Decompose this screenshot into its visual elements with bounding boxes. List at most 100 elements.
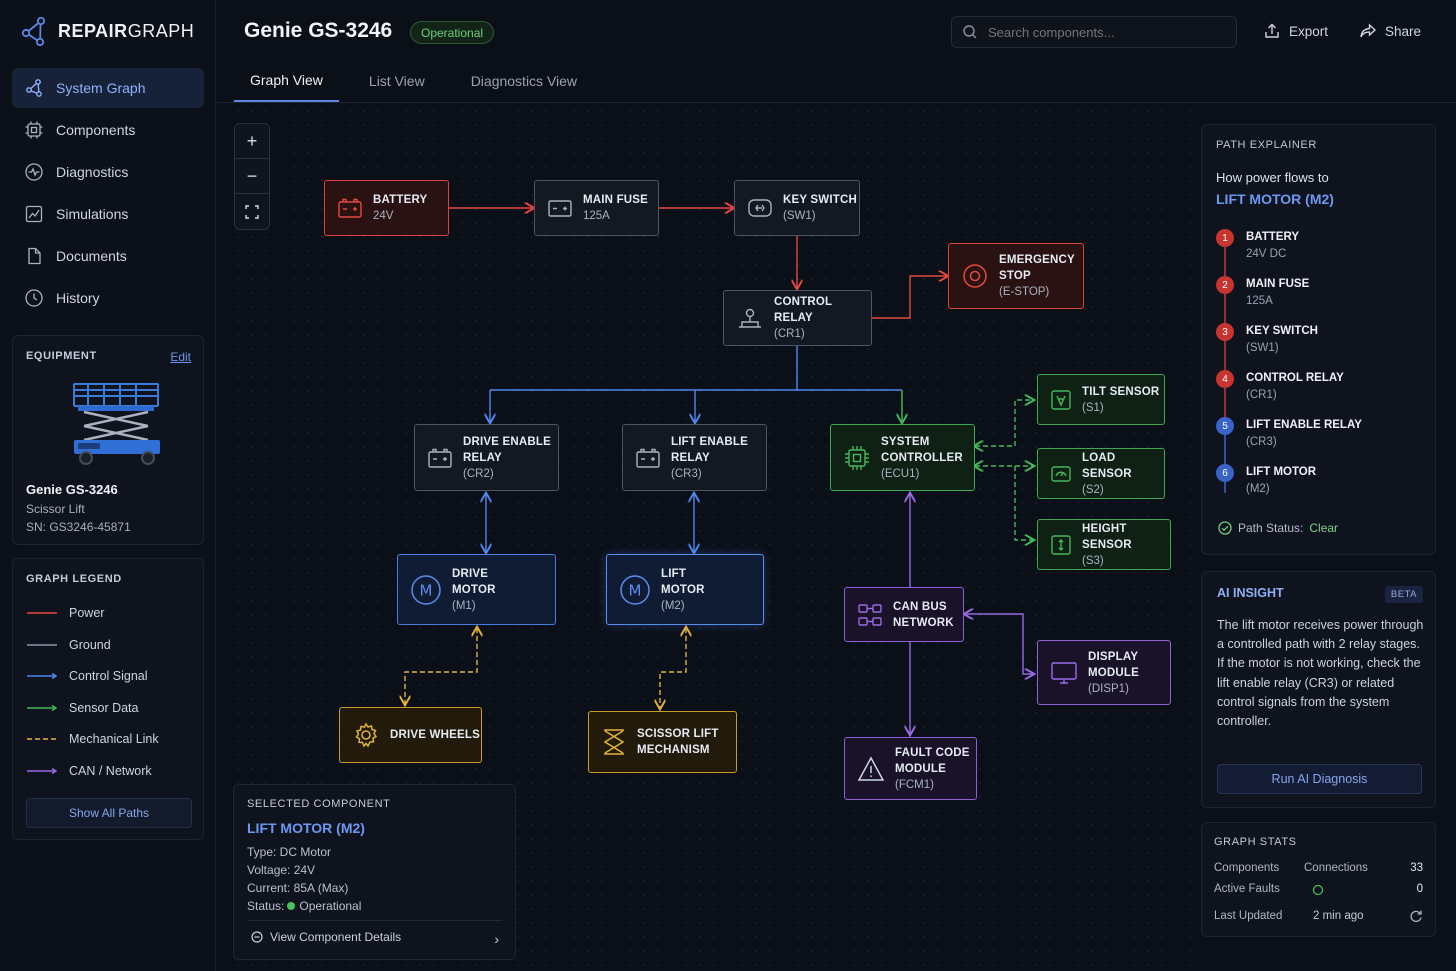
wire-height: [1014, 466, 1033, 540]
fuse-icon: [548, 200, 572, 217]
document-icon: [28, 247, 41, 265]
network-icon: [858, 603, 882, 626]
fit-view-button[interactable]: [235, 194, 269, 229]
nav-components[interactable]: Components: [12, 110, 204, 150]
path-target[interactable]: LIFT MOTOR (M2): [1216, 191, 1334, 207]
legend-can-network: CAN / Network: [27, 761, 152, 781]
graph-canvas[interactable]: + −: [217, 104, 1197, 971]
chart-icon: [25, 205, 43, 223]
share-icon: [1360, 23, 1377, 38]
can-arrow-icon: [27, 767, 57, 775]
warning-icon: [857, 755, 885, 781]
brand-name: REPAIRGRAPH: [58, 20, 195, 41]
tab-list-view[interactable]: List View: [368, 73, 425, 89]
export-button[interactable]: Export: [1263, 22, 1328, 40]
chevron-right-icon[interactable]: ›: [494, 931, 499, 947]
page-title: Genie GS-3246: [244, 19, 393, 42]
equipment-serial: SN: GS3246-45871: [26, 520, 131, 534]
relay-box-icon: [428, 448, 452, 468]
view-details-link[interactable]: View Component Details: [251, 930, 401, 944]
tab-graph-view[interactable]: Graph View: [234, 60, 339, 102]
minus-icon: −: [246, 165, 258, 186]
chip-icon: [845, 445, 869, 470]
height-sensor-icon: [1051, 534, 1071, 555]
path-subtitle: How power flows to: [1216, 170, 1329, 185]
sensor-arrow-icon: [27, 704, 57, 712]
wire-relay-estop: [872, 276, 947, 319]
wire-drive-motor-wheels: [405, 628, 477, 704]
fullscreen-icon: [245, 204, 259, 219]
node-load-sensor[interactable]: LOAD SENSOR(S2): [1037, 448, 1165, 499]
node-control-relay[interactable]: CONTROL RELAY(CR1): [723, 290, 872, 346]
zoom-controls: + −: [234, 123, 270, 230]
edit-equipment-link[interactable]: Edit: [170, 350, 191, 364]
graph-icon: [26, 79, 42, 97]
ai-text: The lift motor receives power through a …: [1217, 618, 1424, 729]
header: Genie GS-3246 Operational Export Share G…: [217, 0, 1456, 103]
stat-connections-label: Connections: [1304, 862, 1368, 874]
stat-connections-value: 33: [1410, 862, 1423, 874]
node-height-sensor[interactable]: HEIGHT SENSOR(S3): [1037, 519, 1171, 570]
search-icon: [963, 25, 977, 39]
graph-logo-icon: [21, 16, 46, 46]
logo[interactable]: REPAIRGRAPH: [20, 16, 194, 46]
legend-ground: Ground: [27, 635, 111, 655]
selected-voltage: Voltage: 24V: [247, 863, 316, 877]
show-all-paths-button[interactable]: Show All Paths: [26, 798, 192, 828]
nav-system-graph[interactable]: System Graph: [12, 68, 204, 108]
display-icon: [1051, 661, 1077, 684]
node-key-switch[interactable]: KEY SWITCH(SW1): [734, 180, 860, 236]
selected-type: Type: DC Motor: [247, 845, 332, 859]
info-icon: [251, 931, 263, 943]
stat-faults-value: 0: [1416, 883, 1423, 895]
nav-history[interactable]: History: [12, 278, 204, 318]
motor-icon: M: [620, 574, 650, 605]
tab-diagnostics-view[interactable]: Diagnostics View: [470, 73, 578, 89]
path-explainer-panel: PATH EXPLAINER How power flows to LIFT M…: [1201, 124, 1436, 555]
stat-faults-label: Active Faults: [1214, 883, 1280, 895]
cpu-icon: [25, 121, 43, 139]
search-box[interactable]: [951, 16, 1237, 48]
nav-documents[interactable]: Documents: [12, 236, 204, 276]
selected-status: Status:Operational: [247, 899, 362, 913]
legend-power: Power: [27, 603, 104, 623]
stats-title: GRAPH STATS: [1214, 836, 1297, 848]
nav-simulations[interactable]: Simulations: [12, 194, 204, 234]
main-nav: System Graph Components Diagnostics Simu…: [12, 68, 204, 320]
scissor-icon: [603, 729, 625, 755]
zoom-in-button[interactable]: +: [235, 124, 269, 159]
legend-sensor-data: Sensor Data: [27, 698, 138, 718]
nav-diagnostics[interactable]: Diagnostics: [12, 152, 204, 192]
key-switch-icon: [748, 199, 772, 217]
wire-relay-branch: [490, 346, 902, 391]
tilt-sensor-icon: [1051, 389, 1071, 410]
node-drive-wheels[interactable]: DRIVE WHEELS: [339, 707, 482, 763]
equipment-title: EQUIPMENT: [26, 350, 97, 362]
share-button[interactable]: Share: [1359, 22, 1421, 40]
zoom-out-button[interactable]: −: [235, 159, 269, 194]
search-input[interactable]: [988, 24, 1218, 40]
control-arrow-icon: [27, 672, 57, 680]
node-tilt-sensor[interactable]: TILT SENSOR(S1): [1037, 374, 1165, 425]
wire-tilt: [975, 400, 1033, 446]
refresh-icon[interactable]: [1409, 909, 1423, 923]
run-ai-diagnosis-button[interactable]: Run AI Diagnosis: [1217, 764, 1422, 794]
